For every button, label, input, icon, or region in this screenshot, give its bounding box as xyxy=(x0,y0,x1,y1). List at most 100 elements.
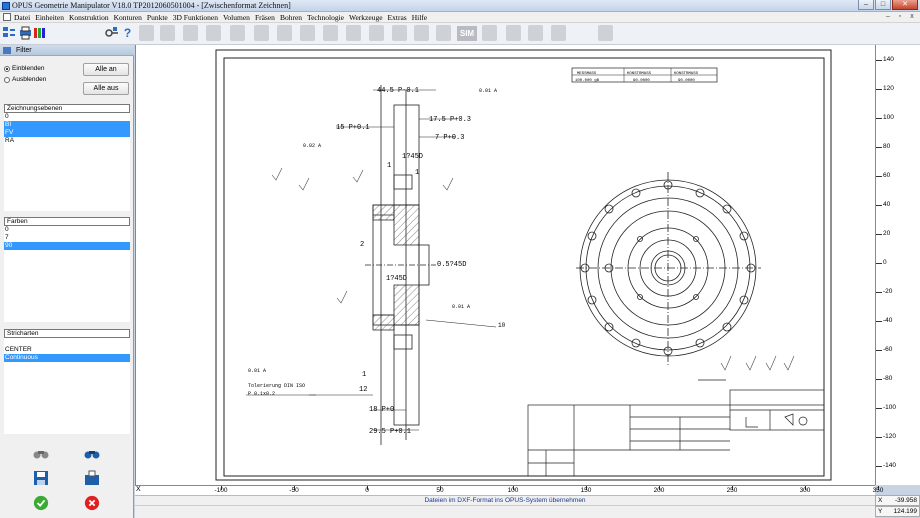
menu-datei[interactable]: Datei xyxy=(14,12,31,22)
y-ruler-tick xyxy=(876,176,882,177)
x-ruler-tick xyxy=(659,486,660,490)
color-bars-icon[interactable] xyxy=(33,25,48,41)
mdi-close-button[interactable]: x xyxy=(910,13,914,20)
radio-on-icon[interactable] xyxy=(4,65,10,72)
help-icon[interactable]: ? xyxy=(123,26,132,40)
ok-check-icon[interactable] xyxy=(32,495,50,511)
x-ruler-label: 300 xyxy=(799,487,811,494)
print-tool-icon[interactable] xyxy=(18,25,33,41)
color-item[interactable]: 7 xyxy=(5,234,9,241)
x-ruler-tick xyxy=(513,486,514,490)
x-coordinate-display: X -39.958 xyxy=(875,495,920,506)
y-ruler-label: -40 xyxy=(883,317,893,324)
y-ruler-tick xyxy=(876,437,882,438)
all-off-button[interactable]: Alle aus xyxy=(83,82,129,95)
x-ruler-tick xyxy=(440,486,441,490)
drawing-canvas[interactable]: 44.5 P-0.1 15 P+0.1 17.5 P+0.3 7 P+0.3 1… xyxy=(135,45,875,485)
menu-3d-funktionen[interactable]: 3D Funktionen xyxy=(172,12,218,22)
path-tool-icon[interactable] xyxy=(392,25,407,41)
dim-1b: 1 xyxy=(415,169,419,177)
close-button[interactable]: ✕ xyxy=(892,0,918,10)
maximize-button[interactable]: □ xyxy=(875,0,891,10)
menu-technologie[interactable]: Technologie xyxy=(307,12,344,22)
show-label: Einblenden xyxy=(12,65,45,72)
y-coord-label: Y xyxy=(878,508,883,515)
binoculars-on-icon[interactable] xyxy=(83,446,101,462)
hide-radio[interactable]: Ausblenden xyxy=(4,76,46,83)
status-bar-lower xyxy=(135,505,875,518)
y-ruler-label: -100 xyxy=(883,404,897,411)
show-radio[interactable]: Einblenden xyxy=(4,65,45,72)
surface-tool-icon[interactable] xyxy=(230,25,245,41)
linetype-item[interactable]: Continuous xyxy=(4,354,130,362)
layer-item[interactable]: FV xyxy=(4,129,130,137)
back-arrow-icon[interactable] xyxy=(506,25,521,41)
drilling-tool-icon[interactable] xyxy=(323,25,338,41)
mdi-restore-button[interactable]: ▫ xyxy=(898,13,902,20)
volume-tool-icon[interactable] xyxy=(277,25,292,41)
x-ruler-tick xyxy=(732,486,733,490)
next-arrow-icon[interactable] xyxy=(551,25,566,41)
x-ruler-label: 200 xyxy=(653,487,665,494)
key-tool-icon[interactable] xyxy=(104,25,119,41)
x-ruler-label: 150 xyxy=(580,487,592,494)
front-view xyxy=(576,172,761,381)
radio-off-icon[interactable] xyxy=(4,76,10,83)
open-folder-icon[interactable] xyxy=(83,470,101,486)
dim-10: 10 xyxy=(498,322,506,329)
milling-tool-icon[interactable] xyxy=(300,25,315,41)
x-ruler-tick xyxy=(586,486,587,490)
y-coordinate-display: Y 124.199 xyxy=(875,506,920,517)
document-icon[interactable] xyxy=(3,13,11,21)
colors-label: Farben xyxy=(4,217,130,226)
curve-tool-icon[interactable] xyxy=(183,25,198,41)
layer-item[interactable]: RA xyxy=(5,137,15,144)
save-icon[interactable] xyxy=(32,470,50,486)
menu-werkzeuge[interactable]: Werkzeuge xyxy=(349,12,383,22)
linetype-item[interactable]: CENTER xyxy=(5,346,32,353)
menu-bohren[interactable]: Bohren xyxy=(279,12,303,22)
sim-button[interactable]: SIM xyxy=(457,26,477,41)
y-ruler-tick xyxy=(876,147,882,148)
forward-arrow-icon[interactable] xyxy=(528,25,543,41)
layers-tool-icon[interactable] xyxy=(2,25,17,41)
layer-item[interactable]: 0 xyxy=(5,113,9,120)
rotate-tool-icon[interactable] xyxy=(160,25,175,41)
menu-einheiten[interactable]: Einheiten xyxy=(35,12,64,22)
layers-list[interactable]: 0 BI FV RA xyxy=(4,113,130,211)
points-tool-icon[interactable] xyxy=(206,25,221,41)
title-block xyxy=(527,389,825,477)
dim-44: 44.5 P-0.1 xyxy=(377,87,419,95)
pen-tool-icon[interactable] xyxy=(414,25,429,41)
menu-punkte[interactable]: Punkte xyxy=(146,12,168,22)
layer-item[interactable]: BI xyxy=(4,121,130,129)
menu-volumen[interactable]: Volumen xyxy=(222,12,250,22)
exit-tool-icon[interactable] xyxy=(598,25,613,41)
minimize-button[interactable]: – xyxy=(858,0,874,10)
technology-tool-icon[interactable] xyxy=(346,25,361,41)
export-tool-icon[interactable] xyxy=(482,25,497,41)
menu-konturen[interactable]: Konturen xyxy=(113,12,142,22)
menu-hilfe[interactable]: Hilfe xyxy=(411,12,428,22)
binoculars-off-icon[interactable] xyxy=(32,446,50,462)
dim-1745: 1?45D xyxy=(402,153,423,161)
cutter-tool-icon[interactable] xyxy=(436,25,451,41)
colors-list[interactable]: 0 7 90 xyxy=(4,226,130,322)
menu-konstruktion[interactable]: Konstruktion xyxy=(69,12,109,22)
wrench-tool-icon[interactable] xyxy=(369,25,384,41)
cancel-x-icon[interactable] xyxy=(83,495,101,511)
linetypes-list[interactable]: CENTER Continuous xyxy=(4,338,130,434)
all-on-button[interactable]: Alle an xyxy=(83,63,129,76)
color-item[interactable]: 90 xyxy=(4,242,130,250)
dim-18: 18 P+0 xyxy=(369,406,394,414)
menu-extras[interactable]: Extras xyxy=(387,12,407,22)
3d-tool-icon[interactable] xyxy=(254,25,269,41)
mdi-minimize-button[interactable]: – xyxy=(886,13,890,20)
inner-frame xyxy=(223,57,825,477)
dim-1c: 1 xyxy=(362,371,366,379)
move-tool-icon[interactable] xyxy=(139,25,154,41)
outer-frame xyxy=(215,49,832,481)
menu-fraesen[interactable]: Fräsen xyxy=(254,12,275,22)
color-item[interactable]: 0 xyxy=(5,226,9,233)
